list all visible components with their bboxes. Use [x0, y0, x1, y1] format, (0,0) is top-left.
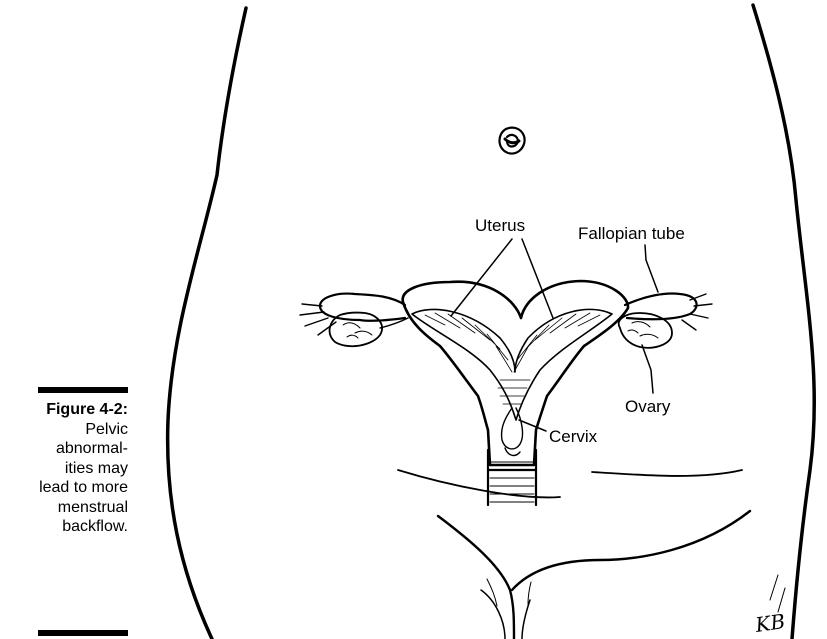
artist-signature: KB — [753, 609, 787, 637]
groin-crease-right — [592, 470, 742, 476]
right-ovary-texture — [628, 322, 658, 338]
body-outline-right — [753, 5, 814, 639]
vulva-line — [522, 600, 530, 639]
right-fimbriae — [682, 294, 712, 330]
uterus-label: Uterus — [475, 216, 525, 235]
hip-hatch — [770, 575, 785, 612]
cervix-leader — [519, 420, 546, 431]
left-fimbriae — [300, 304, 336, 335]
ovary-label: Ovary — [625, 397, 671, 416]
cervical-canal — [502, 408, 523, 449]
pubic-line-right — [512, 511, 750, 590]
body-outline-left — [168, 8, 246, 639]
right-fallopian-tube — [625, 293, 697, 319]
navel — [499, 128, 524, 154]
cervix-label: Cervix — [549, 427, 598, 446]
fallopian-leader — [645, 245, 658, 292]
ovary-leader — [642, 345, 653, 393]
fallopian-tube-label: Fallopian tube — [578, 224, 685, 243]
left-ovary-texture — [343, 323, 372, 338]
uterus-leader-left — [451, 239, 512, 316]
vulva-line — [481, 590, 505, 639]
left-fallopian-tube — [320, 294, 405, 321]
uterine-cavity — [412, 309, 612, 420]
